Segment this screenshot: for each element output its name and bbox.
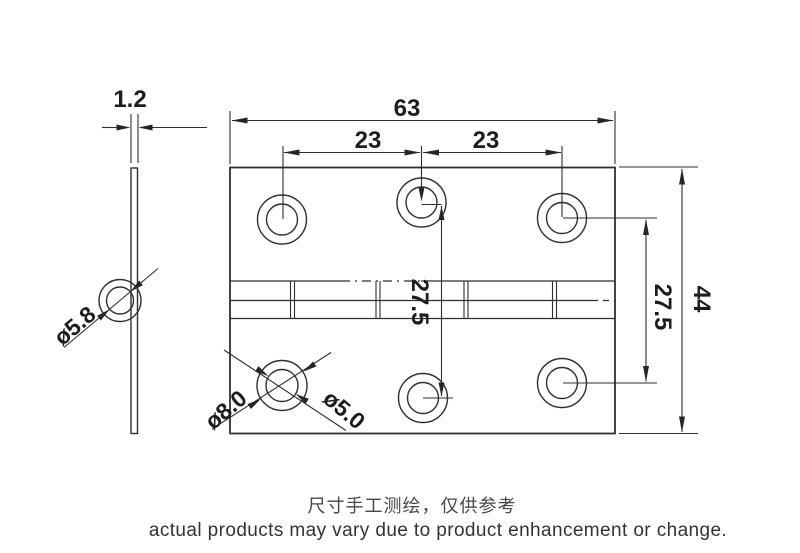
overall-width-label: 63 — [393, 95, 421, 122]
side-view-plate — [98, 167, 142, 435]
disclaimer-english: actual products may vary due to product … — [148, 520, 728, 541]
dim-row-pitch-center — [421, 203, 453, 399]
row-pitch-center-label: 27.5 — [406, 278, 433, 326]
dim-knuckle-hole-dia — [63, 268, 159, 348]
dim-screw-hole-dia — [223, 349, 347, 431]
dim-hole-pitch-right — [423, 146, 563, 217]
dim-overall-height — [619, 166, 698, 435]
knuckle-dividers — [289, 281, 558, 319]
hole-pitch-right-label: 23 — [472, 127, 500, 154]
dim-overall-width — [229, 111, 616, 164]
row-pitch-right-label: 27.5 — [649, 283, 676, 331]
dim-hole-pitch-left — [282, 146, 425, 219]
dim-countersink-dia — [211, 352, 332, 430]
dim-thickness — [102, 114, 207, 163]
hole-pitch-left-label: 23 — [354, 127, 382, 154]
dim-row-pitch-right — [563, 217, 657, 384]
thickness-label: 1.2 — [113, 86, 147, 113]
overall-height-label: 44 — [688, 285, 715, 313]
disclaimer-chinese: 尺寸手工测绘，仅供参考 — [307, 496, 517, 516]
